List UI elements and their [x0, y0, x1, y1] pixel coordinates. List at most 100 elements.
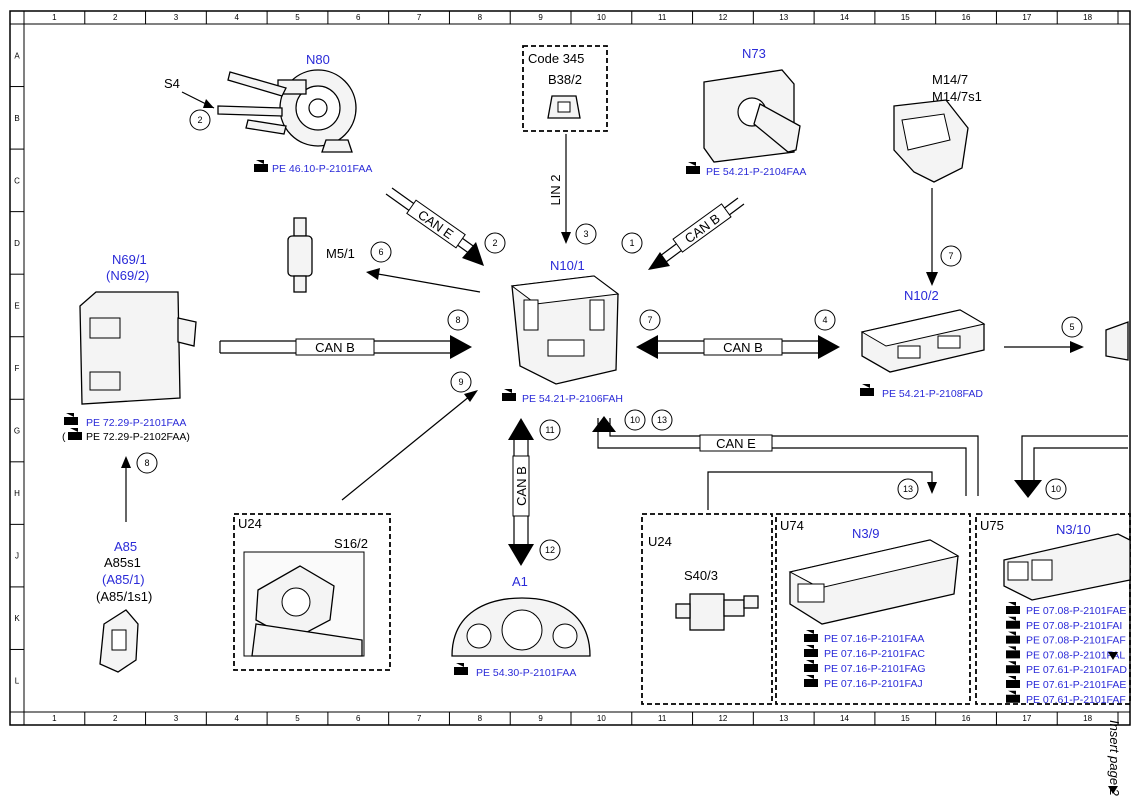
a85-lock-assembly[interactable]: [99, 609, 139, 673]
grid-col-top: 9: [538, 13, 543, 22]
s16-2-switch[interactable]: [243, 551, 365, 657]
a1-ref-link[interactable]: PE 54.30-P-2101FAA: [454, 663, 576, 679]
grid-col-bottom: 17: [1022, 714, 1031, 723]
n80-ref-link[interactable]: PE 46.10-P-2101FAA: [254, 160, 372, 175]
u74-label: U74: [780, 518, 804, 533]
can-b-vert-label: CAN B: [514, 466, 529, 506]
n69-ref-1: PE 72.29-P-2101FAA: [86, 417, 186, 429]
n73-ref: PE 54.21-P-2104FAA: [706, 166, 806, 178]
num-2-s4: 2: [197, 115, 202, 125]
b38-2-sensor[interactable]: [547, 95, 581, 119]
grid-col-bottom: 10: [597, 714, 606, 723]
ref-link[interactable]: PE 07.08-P-2101FAE: [1026, 605, 1126, 617]
num-6: 6: [378, 247, 383, 257]
num-13-b: 13: [903, 484, 913, 494]
pointing-hand-icon: [1006, 602, 1020, 614]
grid-col-top: 18: [1083, 13, 1092, 22]
grid-col-top: 8: [478, 13, 483, 22]
n3-9-label: N3/9: [852, 526, 879, 541]
n69-ref-2-prefix: (: [62, 431, 66, 443]
u75-box: [975, 513, 1131, 705]
n69-1-label: N69/1: [112, 252, 147, 267]
num-1-can-b: 1: [629, 238, 634, 248]
grid-col-bottom: 7: [417, 714, 422, 723]
grid-col-bottom: 14: [840, 714, 849, 723]
m14-7-actuator[interactable]: [893, 99, 969, 183]
grid-row-label: L: [15, 677, 20, 686]
n69-ref-2: PE 72.29-P-2102FAA): [86, 431, 190, 443]
ref-link[interactable]: PE 07.16-P-2101FAG: [824, 663, 926, 675]
ref-link[interactable]: PE 07.16-P-2101FAC: [824, 648, 925, 660]
num-8-a85: 8: [144, 458, 149, 468]
grid-col-bottom: 2: [113, 714, 118, 723]
grid-row-label: K: [14, 614, 20, 623]
u24-right-box: [641, 513, 773, 705]
num-13-a: 13: [657, 415, 667, 425]
num-11: 11: [545, 425, 554, 435]
a85-label: A85: [114, 539, 137, 554]
s4-label: S4: [164, 76, 180, 91]
grid-row-label: D: [14, 239, 20, 248]
grid-row-label: A: [14, 51, 20, 60]
ref-link[interactable]: PE 07.61-P-2101FAD: [1026, 664, 1127, 676]
num-12: 12: [545, 545, 555, 555]
grid-col-top: 16: [962, 13, 971, 22]
n3-10-ecu[interactable]: [1003, 533, 1131, 601]
a1-instrument-cluster[interactable]: [451, 597, 591, 657]
u74-ref-list: PE 07.16-P-2101FAA PE 07.16-P-2101FAC PE 0…: [804, 630, 926, 690]
a85-1s1-label: (A85/1s1): [96, 589, 152, 604]
grid-col-top: 1: [52, 13, 57, 22]
grid-col-bottom: 9: [538, 714, 543, 723]
n69-1-module[interactable]: [79, 291, 197, 405]
n10-1-ref-link[interactable]: PE 54.21-P-2106FAH: [502, 389, 623, 405]
u75-label: U75: [980, 518, 1004, 533]
n69-ref-link[interactable]: PE 72.29-P-2101FAA ( PE 72.29-P-2102FAA): [62, 413, 190, 443]
ref-link[interactable]: PE 07.16-P-2101FAJ: [824, 678, 923, 690]
s40-3-switch[interactable]: [675, 593, 759, 631]
ref-link[interactable]: PE 07.16-P-2101FAA: [824, 633, 924, 645]
grid-col-top: 12: [718, 13, 727, 22]
grid-row-label: E: [14, 301, 19, 310]
grid-col-top: 2: [113, 13, 118, 22]
grid-col-top: 13: [779, 13, 788, 22]
n10-2-ref-link[interactable]: PE 54.21-P-2108FAD: [860, 384, 983, 400]
n10-1-module[interactable]: [510, 275, 620, 385]
n10-2-module[interactable]: [860, 309, 986, 373]
ref-link[interactable]: PE 07.08-P-2101FAF: [1026, 635, 1126, 647]
down-triangle-icon: [1108, 786, 1118, 794]
num-2-can-e: 2: [492, 238, 497, 248]
grid-col-top: 17: [1022, 13, 1031, 22]
u75-ref-list: PE 07.08-P-2101FAE PE 07.08-P-2101FAI PE 0…: [1006, 602, 1127, 706]
n10-2-label: N10/2: [904, 288, 939, 303]
grid-col-top: 11: [658, 13, 667, 22]
ref-link[interactable]: PE 07.61-P-2101FAF: [1026, 694, 1126, 706]
num-5: 5: [1069, 322, 1074, 332]
grid-row-label: J: [15, 552, 19, 561]
ref-link[interactable]: PE 07.08-P-2101FAI: [1026, 620, 1122, 632]
can-b-right-label: CAN B: [723, 340, 763, 355]
u24-left-label: U24: [238, 516, 262, 531]
grid-row-label: B: [14, 114, 19, 123]
ref-link[interactable]: PE 07.61-P-2101FAE: [1026, 679, 1126, 691]
n3-9-ecu[interactable]: [788, 539, 960, 625]
grid-col-top: 14: [840, 13, 849, 22]
n10-1-label: N10/1: [550, 258, 585, 273]
a85s1-label: A85s1: [104, 555, 141, 570]
pointing-hand-icon: [804, 675, 818, 687]
grid-col-bottom: 1: [52, 714, 57, 723]
grid-col-top: 3: [174, 13, 179, 22]
grid-col-bottom: 3: [174, 714, 179, 723]
num-8-left: 8: [455, 315, 460, 325]
pointing-hand-icon: [1006, 676, 1020, 688]
grid-col-top: 15: [901, 13, 910, 22]
n73-ref-link[interactable]: PE 54.21-P-2104FAA: [686, 162, 806, 178]
ref-link[interactable]: PE 07.08-P-2101FAL: [1026, 649, 1125, 661]
u24-right-label: U24: [648, 534, 672, 549]
n3-10-label: N3/10: [1056, 522, 1091, 537]
n73-ignition-switch[interactable]: [703, 69, 801, 163]
n80-component[interactable]: N80: [217, 52, 357, 153]
grid-col-top: 10: [597, 13, 606, 22]
m5-1-component[interactable]: [287, 217, 313, 293]
grid-row-label: C: [14, 176, 20, 185]
